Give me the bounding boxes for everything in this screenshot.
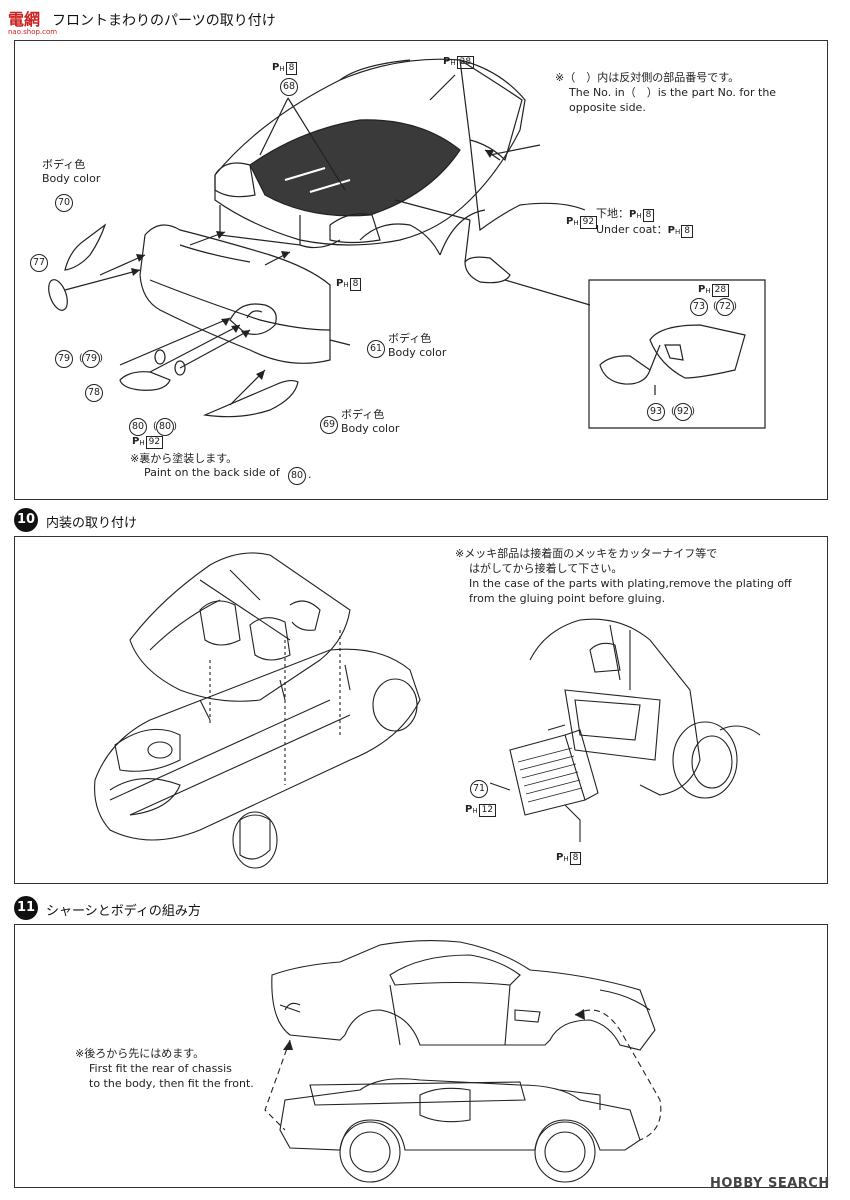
hobby-search-watermark: HOBBY SEARCH (710, 1176, 830, 1191)
part-80-opposite: 80 (153, 418, 177, 436)
back-side-paint-note-end: . (308, 468, 312, 481)
part-69: 69 (320, 416, 338, 434)
back-side-paint-note: ※裏から塗装します。 Paint on the back side of (130, 452, 280, 479)
part-79: 79 (55, 350, 73, 368)
part-70: 70 (55, 194, 73, 212)
part-80-note: 80 (288, 467, 306, 485)
part-80: 80 (129, 418, 147, 436)
step-9-panel (14, 40, 828, 500)
part-72: 72 (713, 298, 737, 316)
rear-first-note: ※後ろから先にはめます。 First fit the rear of chass… (75, 1047, 254, 1090)
step-10-title: 内装の取り付け (46, 516, 138, 531)
site-logo: 電網 (8, 10, 41, 29)
step-11-number: 11 (14, 896, 38, 920)
step-11-title: シャーシとボディの組み方 (46, 904, 201, 919)
part-71: 71 (470, 780, 488, 798)
part-92: 92 (671, 403, 695, 421)
plating-note: ※メッキ部品は接着面のメッキをカッターナイフ等で はがしてから接着して下さい。 … (455, 547, 792, 605)
part-78: 78 (85, 384, 103, 402)
part-93: 93 (647, 403, 665, 421)
part-68: 68 (280, 78, 298, 96)
part-73: 73 (690, 298, 708, 316)
step-11-panel (14, 924, 828, 1188)
step-9-title: フロントまわりのパーツの取り付け (52, 13, 276, 29)
site-logo-subtext: nao.shop.com (8, 28, 58, 36)
part-61: 61 (367, 340, 385, 358)
step-10-number: 10 (14, 508, 38, 532)
opposite-side-note: ※（ ）内は反対側の部品番号です。 The No. in（ ）is the pa… (555, 71, 777, 114)
part-79-opposite: 79 (79, 350, 103, 368)
part-77: 77 (30, 254, 48, 272)
